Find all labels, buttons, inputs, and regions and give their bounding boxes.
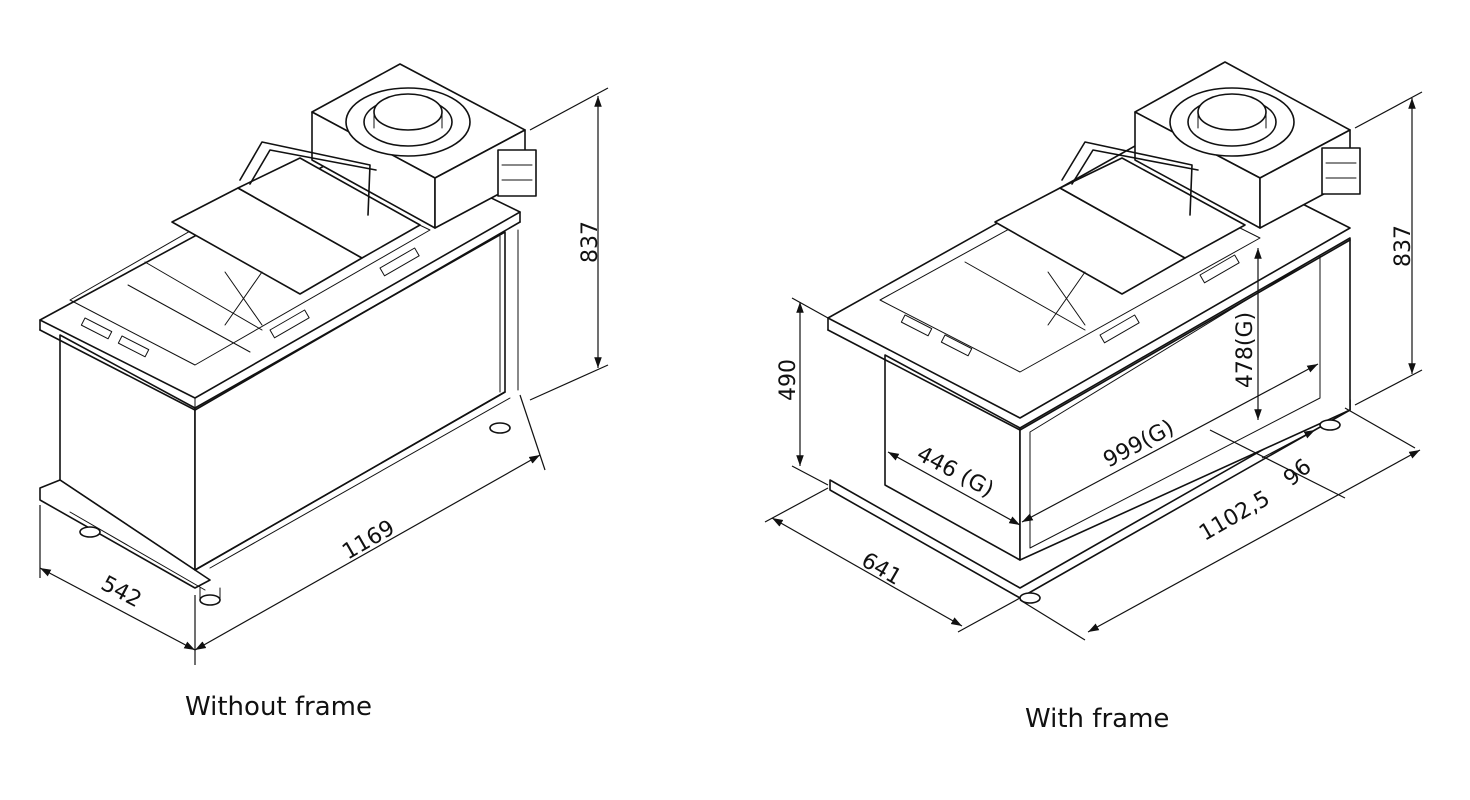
caption-without-frame: Without frame <box>185 692 372 722</box>
dimension-width-right: 1102,5 <box>1195 486 1274 546</box>
side-bracket <box>497 149 537 197</box>
baffle-plates-framed <box>964 157 1246 331</box>
handle-rods-framed <box>1061 141 1199 216</box>
dimension-inner-height: 478(G) <box>1233 312 1258 388</box>
dimension-width-left: 1169 <box>338 516 399 566</box>
dimension-front-height: 490 <box>776 359 801 401</box>
side-bracket-framed <box>1321 147 1361 195</box>
dimension-depth-right: 641 <box>857 548 906 591</box>
dimension-lines-left <box>39 87 609 665</box>
baffle-plates <box>127 157 421 353</box>
dimension-depth-left: 542 <box>97 571 146 613</box>
caption-with-frame: With frame <box>1025 704 1170 734</box>
dimension-height-right: 837 <box>1391 225 1416 267</box>
dimension-lines-right <box>764 91 1423 641</box>
fireplace-without-frame: 837 542 1169 <box>39 63 609 665</box>
feet-framed <box>1019 419 1341 604</box>
fireplace-with-frame: 837 490 478(G) 999(G) 446 (G) 96 641 110… <box>764 61 1423 641</box>
dimension-side: 96 <box>1279 454 1317 491</box>
handle-rods <box>239 141 377 216</box>
dimension-height-left: 837 <box>578 221 603 263</box>
